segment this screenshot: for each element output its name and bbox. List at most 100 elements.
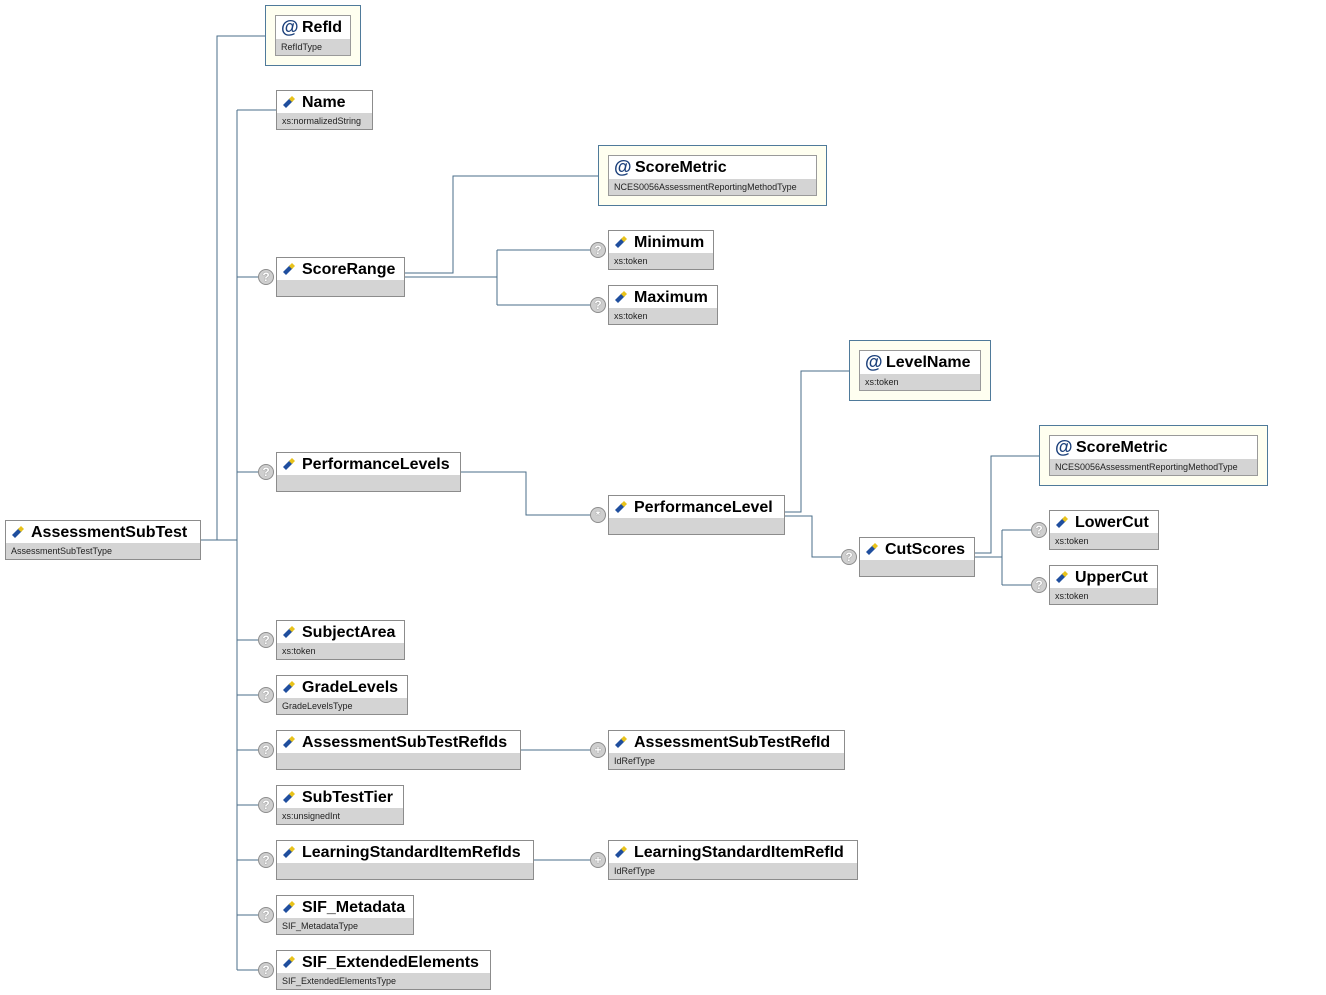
- attribute-type: xs:token: [860, 374, 980, 390]
- element-icon: [12, 526, 24, 538]
- attribute-type: NCES0056AssessmentReportingMethodType: [1050, 459, 1257, 475]
- attribute-type: NCES0056AssessmentReportingMethodType: [609, 179, 816, 195]
- grade-levels-node[interactable]: GradeLevels GradeLevelsType: [276, 675, 408, 715]
- optional-occurrence-icon: ?: [258, 687, 274, 703]
- node-name: GradeLevels: [302, 679, 399, 696]
- node-type: SIF_MetadataType: [277, 918, 413, 934]
- lower-cut-node[interactable]: LowerCut xs:token: [1049, 510, 1159, 550]
- node-name: LearningStandardItemRefId: [634, 844, 844, 861]
- element-icon: [283, 846, 295, 858]
- node-name: CutScores: [885, 541, 966, 558]
- name-node[interactable]: Name xs:normalizedString: [276, 90, 373, 130]
- node-name: UpperCut: [1075, 569, 1148, 586]
- node-type: xs:token: [1050, 588, 1157, 604]
- node-name: AssessmentSubTestRefIds: [302, 734, 508, 751]
- attribute-icon: @: [614, 157, 632, 177]
- attribute-name: LevelName: [886, 354, 971, 371]
- element-icon: [283, 96, 295, 108]
- refid-attribute[interactable]: @ RefId RefIdType: [265, 5, 361, 66]
- node-type: xs:token: [609, 253, 713, 269]
- node-type: [277, 753, 520, 769]
- node-type: xs:normalizedString: [277, 113, 372, 129]
- sif-metadata-node[interactable]: SIF_Metadata SIF_MetadataType: [276, 895, 414, 935]
- node-type: xs:token: [1050, 533, 1158, 549]
- node-type: xs:unsignedInt: [277, 808, 403, 824]
- element-icon: [615, 291, 627, 303]
- optional-occurrence-icon: ?: [590, 297, 606, 313]
- subtest-tier-node[interactable]: SubTestTier xs:unsignedInt: [276, 785, 404, 825]
- element-icon: [1056, 516, 1068, 528]
- element-icon: [615, 236, 627, 248]
- maximum-node[interactable]: Maximum xs:token: [608, 285, 718, 325]
- performance-levels-node[interactable]: PerformanceLevels: [276, 452, 461, 492]
- assessment-subtest-node[interactable]: AssessmentSubTest AssessmentSubTestType: [5, 520, 201, 560]
- optional-occurrence-icon: ?: [258, 907, 274, 923]
- optional-occurrence-icon: ?: [258, 269, 274, 285]
- optional-occurrence-icon: ?: [258, 852, 274, 868]
- attribute-name: RefId: [302, 19, 342, 36]
- learning-standard-item-refid-node[interactable]: LearningStandardItemRefId IdRefType: [608, 840, 858, 880]
- attribute-icon: @: [1055, 437, 1073, 457]
- cut-scores-node[interactable]: CutScores: [859, 537, 975, 577]
- optional-occurrence-icon: ?: [1031, 522, 1047, 538]
- node-type: [277, 280, 404, 296]
- node-type: AssessmentSubTestType: [6, 543, 200, 559]
- node-type: [609, 518, 784, 534]
- performance-level-node[interactable]: PerformanceLevel: [608, 495, 785, 535]
- one-or-more-occurrence-icon: +: [590, 742, 606, 758]
- node-name: LowerCut: [1075, 514, 1149, 531]
- score-metric-attribute[interactable]: @ ScoreMetric NCES0056AssessmentReportin…: [598, 145, 827, 206]
- element-icon: [283, 681, 295, 693]
- element-icon: [1056, 571, 1068, 583]
- node-type: [277, 863, 533, 879]
- node-name: Maximum: [634, 289, 708, 306]
- node-type: xs:token: [609, 308, 717, 324]
- optional-occurrence-icon: ?: [258, 742, 274, 758]
- node-type: IdRefType: [609, 863, 857, 879]
- subject-area-node[interactable]: SubjectArea xs:token: [276, 620, 405, 660]
- node-name: SIF_ExtendedElements: [302, 954, 479, 971]
- learning-standard-item-refids-node[interactable]: LearningStandardItemRefIds: [276, 840, 534, 880]
- sif-extended-elements-node[interactable]: SIF_ExtendedElements SIF_ExtendedElement…: [276, 950, 491, 990]
- score-metric-attribute[interactable]: @ ScoreMetric NCES0056AssessmentReportin…: [1039, 425, 1268, 486]
- element-icon: [615, 846, 627, 858]
- node-name: LearningStandardItemRefIds: [302, 844, 521, 861]
- attribute-type: RefIdType: [276, 39, 350, 55]
- node-type: SIF_ExtendedElementsType: [277, 973, 490, 989]
- one-or-more-occurrence-icon: +: [590, 852, 606, 868]
- optional-occurrence-icon: ?: [258, 962, 274, 978]
- node-name: AssessmentSubTest: [31, 524, 188, 541]
- optional-occurrence-icon: ?: [590, 242, 606, 258]
- element-icon: [283, 791, 295, 803]
- attribute-icon: @: [865, 352, 883, 372]
- node-name: PerformanceLevel: [634, 499, 773, 516]
- zero-or-more-occurrence-icon: *: [590, 507, 606, 523]
- node-name: SIF_Metadata: [302, 899, 406, 916]
- element-icon: [615, 501, 627, 513]
- node-name: Minimum: [634, 234, 705, 251]
- assessment-subtest-refid-node[interactable]: AssessmentSubTestRefId IdRefType: [608, 730, 845, 770]
- node-type: [860, 560, 974, 576]
- node-name: PerformanceLevels: [302, 456, 450, 473]
- node-type: GradeLevelsType: [277, 698, 407, 714]
- optional-occurrence-icon: ?: [841, 549, 857, 565]
- element-icon: [283, 263, 295, 275]
- element-icon: [283, 458, 295, 470]
- optional-occurrence-icon: ?: [258, 464, 274, 480]
- score-range-node[interactable]: ScoreRange: [276, 257, 405, 297]
- minimum-node[interactable]: Minimum xs:token: [608, 230, 714, 270]
- node-name: SubTestTier: [302, 789, 393, 806]
- node-name: Name: [302, 94, 346, 111]
- element-icon: [866, 543, 878, 555]
- assessment-subtest-refids-node[interactable]: AssessmentSubTestRefIds: [276, 730, 521, 770]
- element-icon: [615, 736, 627, 748]
- node-name: AssessmentSubTestRefId: [634, 734, 831, 751]
- upper-cut-node[interactable]: UpperCut xs:token: [1049, 565, 1158, 605]
- element-icon: [283, 956, 295, 968]
- attribute-name: ScoreMetric: [1076, 439, 1168, 456]
- element-icon: [283, 901, 295, 913]
- node-type: xs:token: [277, 643, 404, 659]
- level-name-attribute[interactable]: @ LevelName xs:token: [849, 340, 991, 401]
- element-icon: [283, 626, 295, 638]
